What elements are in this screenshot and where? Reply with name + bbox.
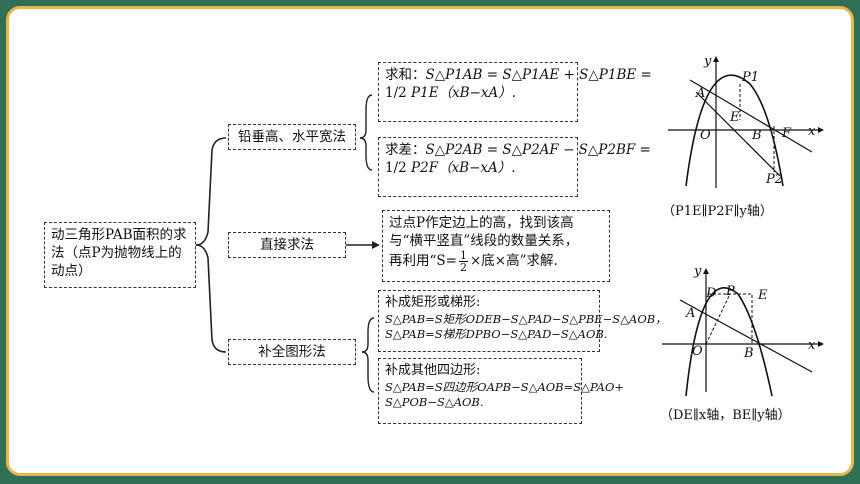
diff-line2: P2F（xB−xA）. xyxy=(411,160,516,177)
graph2-label-P: P xyxy=(726,284,735,299)
graph2-label-O: O xyxy=(692,344,703,359)
method-direct: 直接求法 xyxy=(228,232,346,258)
direct-line3b: ×底×高”求解. xyxy=(469,253,558,270)
diff-prefix: 求差： xyxy=(385,142,426,158)
graph2-label-E: E xyxy=(758,288,768,303)
graph1-label-F: F xyxy=(782,126,792,141)
diff-line1: S△P2AB = S△P2AF − S△P2BF = xyxy=(425,142,651,158)
graph2-caption: （DE∥x轴，BE∥y轴） xyxy=(660,408,791,423)
root-box: 动三角形PAB面积的求法（点P为抛物线上的动点） xyxy=(44,222,196,288)
graph1-label-P1: P1 xyxy=(742,70,760,85)
graph1-caption: （P1E∥P2F∥y轴） xyxy=(662,204,773,219)
diff-half: 1/2 xyxy=(385,160,407,177)
graph1-label-B: B xyxy=(752,128,762,143)
graph1-label-P2: P2 xyxy=(766,172,784,187)
graph2-label-D: D xyxy=(706,286,717,301)
direct-line3a: 再利用“S= xyxy=(389,253,457,270)
direct-line2: 与“横平竖直”线段的数量关系， xyxy=(389,233,579,250)
rect-trapezoid-box: 补成矩形或梯形: S△PAB=S矩形ODEB−S△PAD−S△PBE−S△AOB… xyxy=(378,290,667,352)
quad-title: 补成其他四边形: xyxy=(385,363,481,378)
graph2-label-x: x xyxy=(808,338,816,353)
method-vertical-horizontal: 铅垂高、水平宽法 xyxy=(228,124,356,150)
diff-formula-box: 求差：S△P2AB = S△P2AF − S△P2BF = 1/2 P2F（xB… xyxy=(378,137,651,197)
method-label: 铅垂高、水平宽法 xyxy=(238,129,346,145)
rect-line2: S△PAB=S梯形DPBO−S△PAD−S△AOB. xyxy=(385,327,608,342)
other-quadrilateral-box: 补成其他四边形: S△PAB=S四边形OAPB−S△AOB=S△PAO+ S△P… xyxy=(378,358,625,424)
graph1-label-E: E xyxy=(730,110,740,125)
sum-prefix: 求和： xyxy=(385,67,426,83)
graph1-label-O: O xyxy=(700,128,711,143)
method-complete-figure: 补全图形法 xyxy=(228,339,356,365)
graph1-label-A: A xyxy=(696,86,706,101)
graph2-label-B: B xyxy=(744,346,754,361)
sum-half: 1/2 xyxy=(385,85,407,102)
root-label: 动三角形PAB面积的求法（点P为抛物线上的动点） xyxy=(51,227,187,280)
rect-title: 补成矩形或梯形: xyxy=(385,295,481,310)
sum-line2: P1E（xB−xA）. xyxy=(411,85,517,102)
graph1-label-x: x xyxy=(808,124,816,139)
method-label: 补全图形法 xyxy=(258,344,326,360)
sum-formula-box: 求和：S△P1AB = S△P1AE + S△P1BE = 1/2 P1E（xB… xyxy=(378,62,652,122)
graph2-label-y: y xyxy=(694,264,702,279)
graph2-label-A: A xyxy=(686,306,696,321)
quad-line1: S△PAB=S四边形OAPB−S△AOB=S△PAO+ xyxy=(385,379,625,394)
graph1-label-y: y xyxy=(704,54,712,69)
quad-line2: S△POB−S△AOB. xyxy=(385,395,484,410)
sum-line1: S△P1AB = S△P1AE + S△P1BE = xyxy=(425,67,652,83)
direct-line1: 过点P作定边上的高，找到该高 xyxy=(389,215,574,231)
method-label: 直接求法 xyxy=(260,237,314,253)
